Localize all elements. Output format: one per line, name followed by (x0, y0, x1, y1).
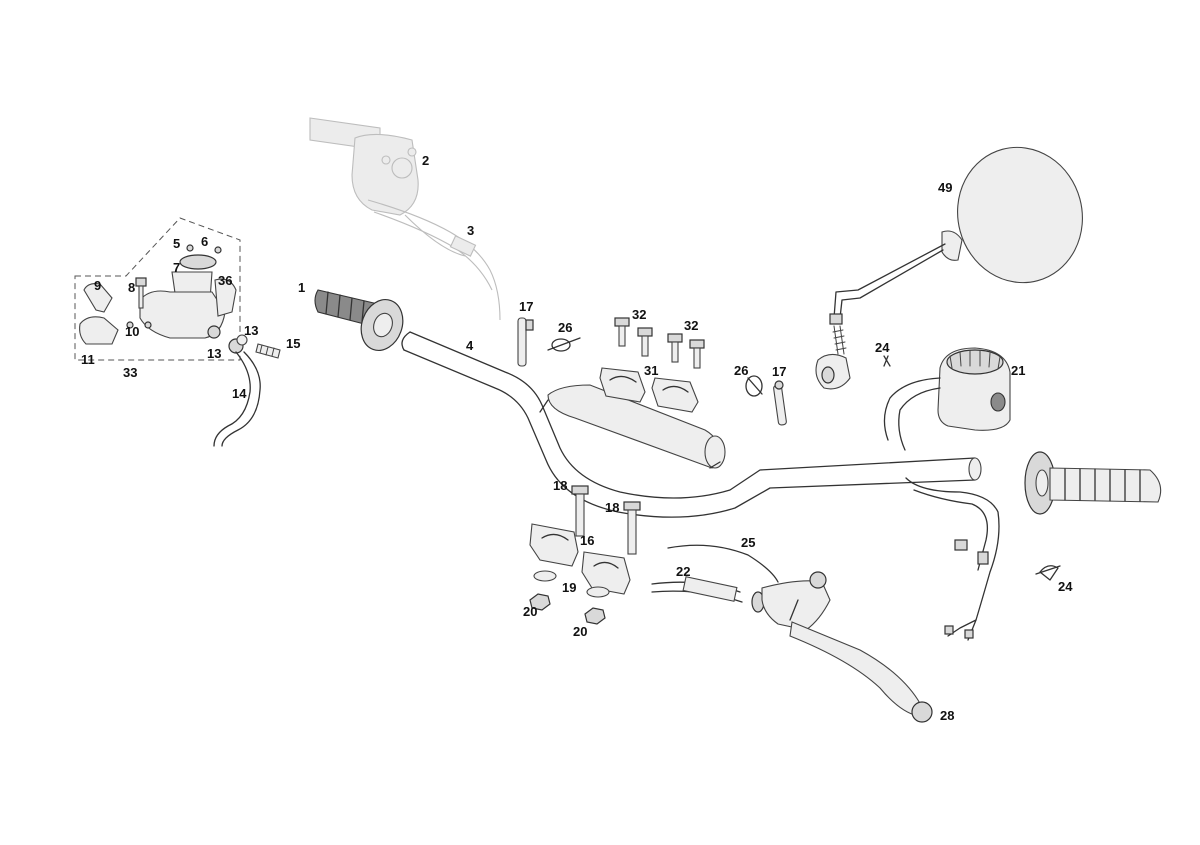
part-label-17a: 17 (519, 299, 533, 314)
part-label-1: 1 (298, 280, 305, 295)
left-grip (314, 289, 404, 351)
part-label-36: 36 (218, 273, 232, 288)
part-labels: 1 2 3 4 5 6 7 8 9 10 11 13 13 14 15 16 1… (81, 153, 1073, 723)
part-label-3: 3 (467, 223, 474, 238)
part-label-13b: 13 (207, 346, 221, 361)
upper-clamps (599, 367, 699, 413)
part-label-5: 5 (173, 236, 180, 251)
part-label-21: 21 (1011, 363, 1025, 378)
cable-clamp-left (517, 317, 581, 367)
part-label-31: 31 (644, 363, 658, 378)
part-label-32a: 32 (632, 307, 646, 322)
part-label-18b: 18 (605, 500, 619, 515)
part-label-15: 15 (286, 336, 300, 351)
clutch-lever (651, 544, 933, 723)
part-label-26b: 26 (734, 363, 748, 378)
cable-clamp-right (745, 375, 787, 426)
part-label-20b: 20 (573, 624, 587, 639)
part-label-10: 10 (125, 324, 139, 339)
part-label-25: 25 (741, 535, 755, 550)
handlebar (401, 331, 982, 518)
throttle-housing-ghost (309, 117, 501, 321)
part-label-33: 33 (123, 365, 137, 380)
lower-clamps (529, 485, 641, 625)
part-label-18a: 18 (553, 478, 567, 493)
part-label-14: 14 (232, 386, 247, 401)
part-label-13a: 13 (244, 323, 258, 338)
part-label-24b: 24 (1058, 579, 1073, 594)
clamp-bolts (614, 317, 705, 369)
part-label-11: 11 (81, 352, 95, 367)
part-label-9: 9 (94, 278, 101, 293)
part-label-28: 28 (940, 708, 954, 723)
part-label-49: 49 (938, 180, 952, 195)
part-label-4: 4 (466, 338, 474, 353)
part-label-16: 16 (580, 533, 594, 548)
part-label-22: 22 (676, 564, 690, 579)
part-label-26a: 26 (558, 320, 572, 335)
part-label-17b: 17 (772, 364, 786, 379)
part-label-20a: 20 (523, 604, 537, 619)
part-label-32b: 32 (684, 318, 698, 333)
right-grip (1024, 451, 1162, 581)
part-label-6: 6 (201, 234, 208, 249)
part-label-19: 19 (562, 580, 576, 595)
part-label-8: 8 (128, 280, 135, 295)
handlebar-switch (883, 347, 1011, 641)
mirror (815, 146, 1083, 390)
part-label-24a: 24 (875, 340, 890, 355)
master-cylinder-assembly (74, 217, 281, 447)
part-label-2: 2 (422, 153, 429, 168)
part-label-7: 7 (173, 260, 180, 275)
